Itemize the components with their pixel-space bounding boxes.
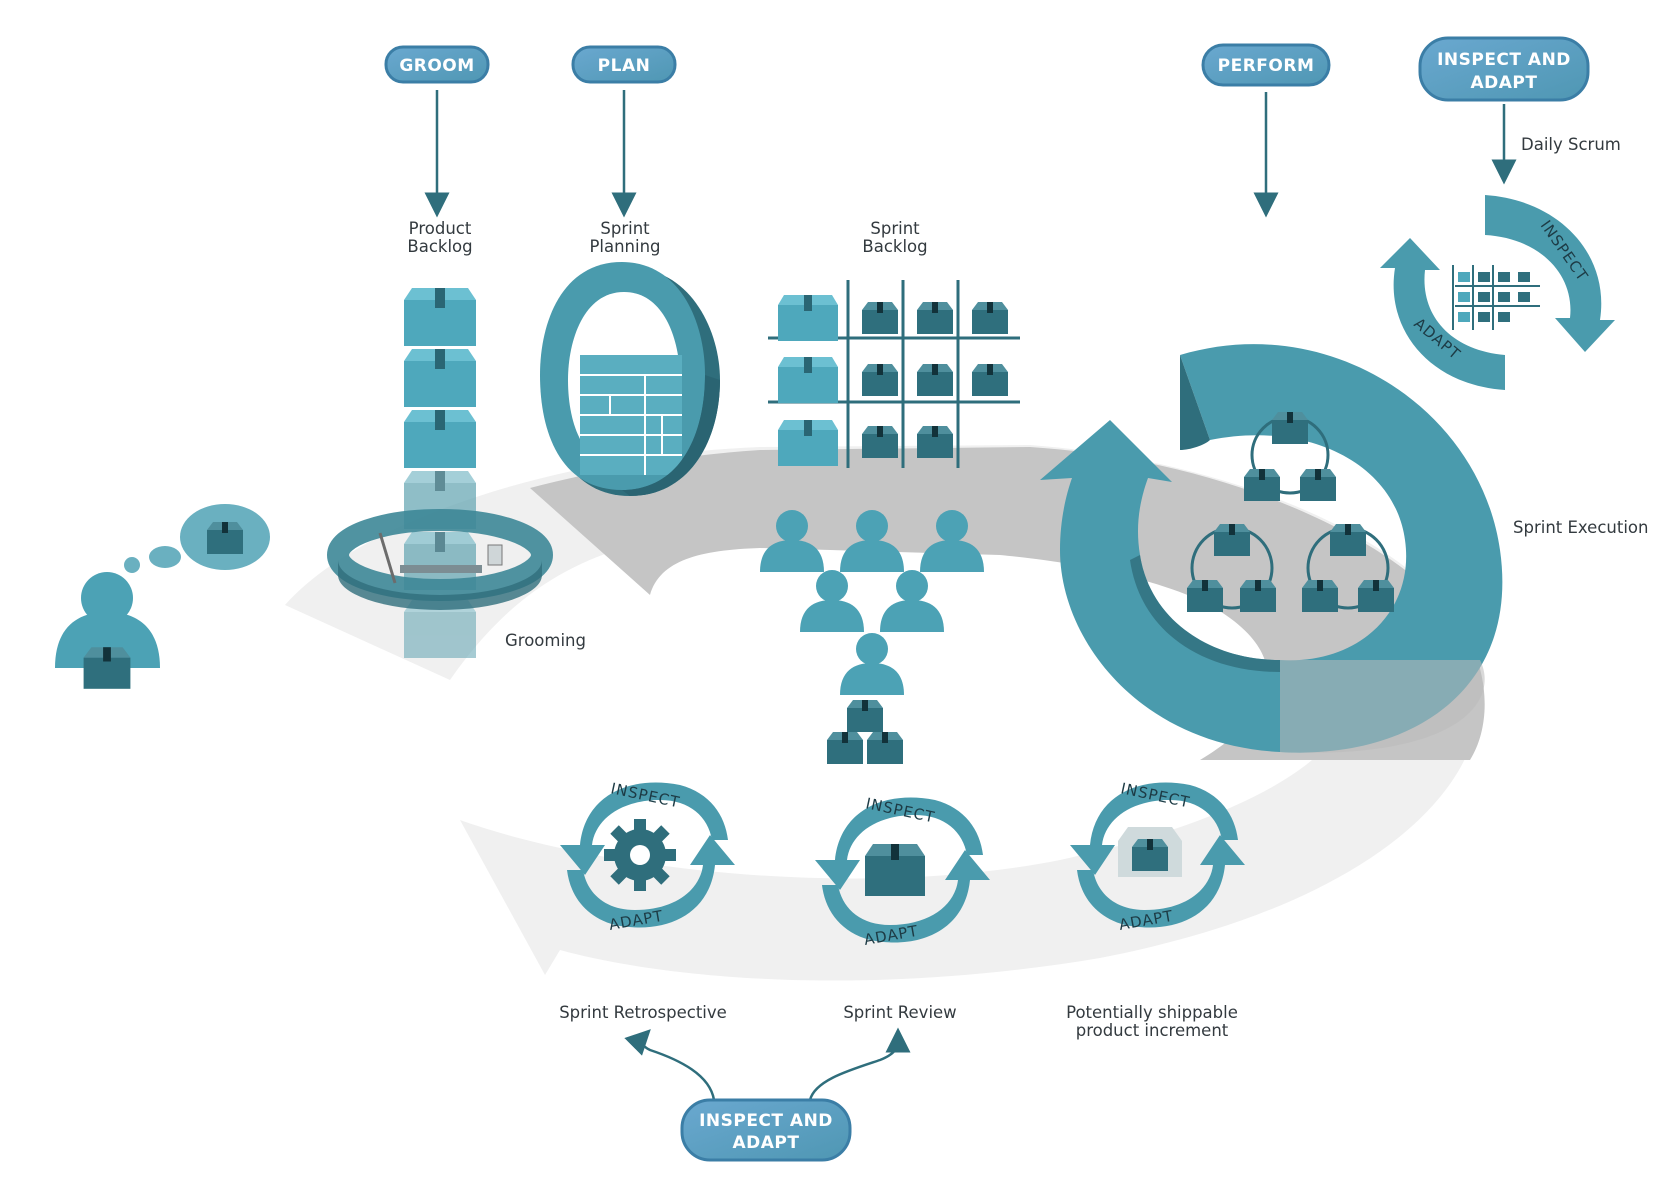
self-organizing-team-icons (1187, 412, 1394, 612)
phase-connectors (424, 90, 1517, 218)
inspect-adapt-top-badge: INSPECT AND ADAPT (1418, 36, 1590, 102)
perform-label: PERFORM (1218, 56, 1315, 76)
sprint-backlog-label-line2: Backlog (862, 237, 927, 256)
plan-phase-badge: PLAN (571, 45, 677, 84)
plan-label: PLAN (598, 56, 651, 76)
sprint-planning-ring-icon (540, 262, 720, 496)
product-box-icon (865, 844, 925, 896)
inspect-adapt-top-line1: INSPECT AND (1437, 50, 1571, 70)
stakeholder-person-icon (55, 572, 160, 689)
product-backlog-label-line2: Backlog (407, 237, 472, 256)
inspect-adapt-bottom-line1: INSPECT AND (699, 1111, 833, 1131)
groom-phase-badge: GROOM (384, 45, 490, 84)
sprint-backlog-grid (768, 280, 1020, 468)
development-team-icons (760, 510, 984, 764)
increment-label-line1: Potentially shippable (1066, 1003, 1238, 1022)
gear-icon (604, 819, 676, 891)
sprint-backlog-label-line1: Sprint (870, 219, 920, 238)
daily-scrum-label: Daily Scrum (1521, 135, 1621, 154)
daily-scrum-cycle-icon: INSPECT ADAPT (1380, 195, 1615, 390)
thought-bubble-icon (124, 504, 270, 573)
increment-cycle-icon: INSPECT ADAPT (1070, 779, 1245, 934)
perform-phase-badge: PERFORM (1201, 43, 1331, 87)
sprint-retrospective-label: Sprint Retrospective (559, 1003, 727, 1022)
inspect-adapt-top-line2: ADAPT (1471, 73, 1538, 93)
sprint-planning-label-line2: Planning (589, 237, 660, 256)
groom-label: GROOM (399, 56, 474, 76)
sprint-execution-cycle-arrow (1040, 344, 1503, 753)
sprint-review-label: Sprint Review (843, 1003, 956, 1022)
grooming-label: Grooming (505, 631, 586, 650)
sprint-execution-label: Sprint Execution (1513, 518, 1648, 537)
grooming-ring-icon (327, 509, 553, 610)
inspect-adapt-bottom-line2: ADAPT (733, 1133, 800, 1153)
sprint-planning-label-line1: Sprint (600, 219, 650, 238)
inspect-adapt-bottom-badge: INSPECT AND ADAPT (680, 1098, 852, 1162)
retrospective-cycle-icon: INSPECT ADAPT (560, 779, 735, 934)
increment-label-line2: product increment (1076, 1021, 1229, 1040)
bottom-connectors (624, 1027, 911, 1101)
planning-board-icon (580, 355, 682, 475)
product-backlog-label-line1: Product (409, 219, 472, 238)
shippable-box-icon (1118, 827, 1182, 877)
